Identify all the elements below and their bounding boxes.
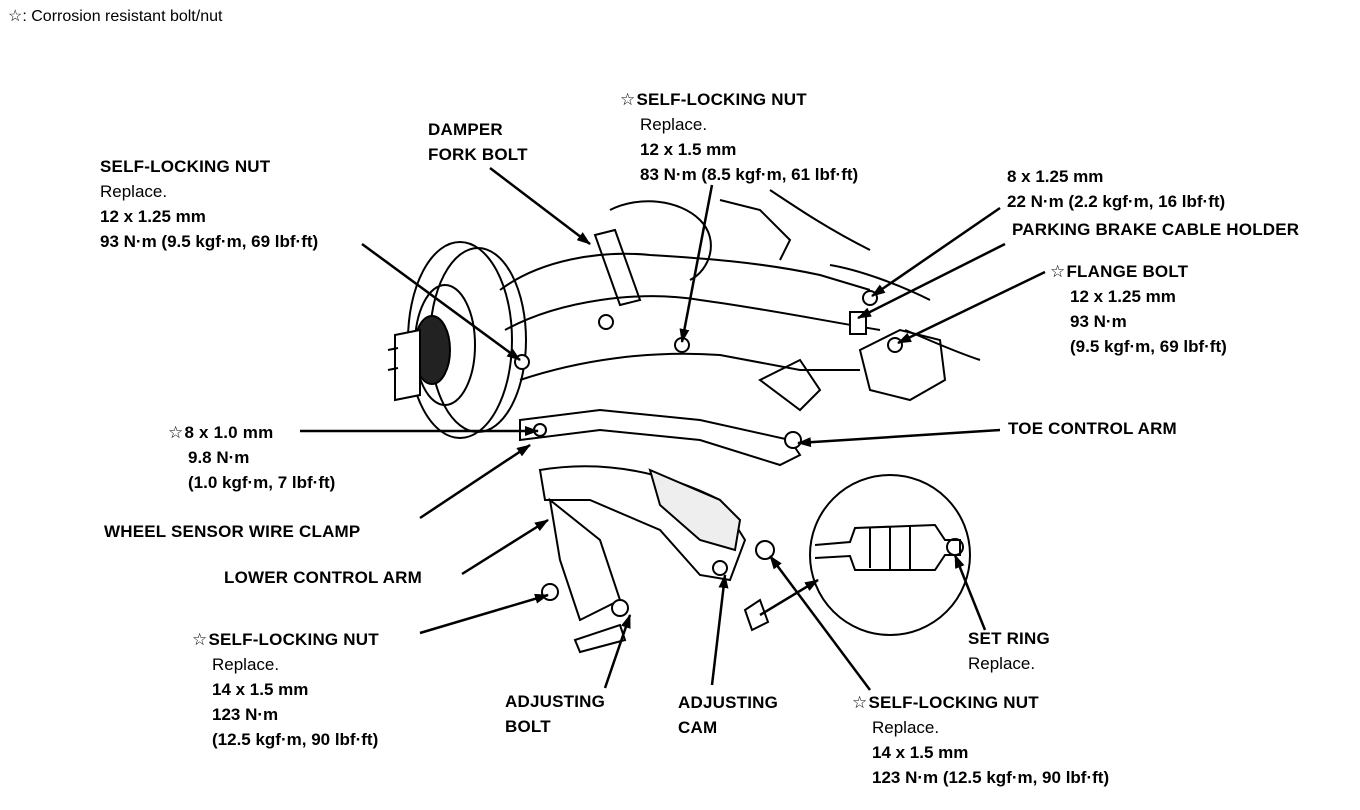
set-ring-detail (809, 474, 971, 636)
label-line2: FORK BOLT (428, 145, 528, 164)
label-size: 14 x 1.5 mm (212, 680, 309, 699)
label-torque-alt: (12.5 kgf·m, 90 lbf·ft) (212, 730, 379, 749)
label-note: Replace. (640, 115, 708, 134)
label-torque: 93 N·m (9.5 kgf·m, 69 lbf·ft) (100, 232, 319, 251)
label-title: ☆8 x 1.0 mm (168, 420, 335, 445)
label-damper-fork-bolt: DAMPER FORK BOLT (428, 117, 528, 167)
label-line1: ADJUSTING (505, 692, 606, 711)
label-title: SELF-LOCKING NUT (100, 157, 271, 176)
label-size: 12 x 1.25 mm (100, 207, 206, 226)
label-torque: 9.8 N·m (188, 448, 250, 467)
label-line1: DAMPER (428, 120, 503, 139)
leader-lines (300, 167, 1046, 691)
label-title: LOWER CONTROL ARM (224, 568, 422, 587)
label-title: ☆FLANGE BOLT (1050, 259, 1227, 284)
brake-disc-hub (387, 241, 527, 439)
star-symbol: ☆ (8, 8, 23, 25)
label-torque: 123 N·m (12.5 kgf·m, 90 lbf·ft) (872, 768, 1110, 787)
label-bolt-8x125: 8 x 1.25 mm 22 N·m (2.2 kgf·m, 16 lbf·ft… (1007, 164, 1225, 214)
corrosion-legend: ☆: Corrosion resistant bolt/nut (8, 6, 222, 26)
label-torque: 22 N·m (2.2 kgf·m, 16 lbf·ft) (1007, 192, 1226, 211)
label-line1: ADJUSTING (678, 693, 779, 712)
label-title: SET RING (968, 629, 1050, 648)
label-torque: 123 N·m (212, 705, 279, 724)
label-adjusting-cam: ADJUSTING CAM (678, 690, 778, 740)
label-title: ☆SELF-LOCKING NUT (620, 87, 858, 112)
label-size: 8 x 1.25 mm (1007, 167, 1104, 186)
star-symbol: ☆ (168, 423, 184, 442)
label-line2: BOLT (505, 717, 551, 736)
label-self-locking-nut-left: SELF-LOCKING NUT Replace. 12 x 1.25 mm 9… (100, 154, 318, 254)
label-size: 12 x 1.25 mm (1070, 287, 1176, 306)
label-parking-brake-cable-holder: PARKING BRAKE CABLE HOLDER (1012, 217, 1299, 242)
label-self-locking-nut-top: ☆SELF-LOCKING NUT Replace. 12 x 1.5 mm 8… (620, 87, 858, 187)
label-flange-bolt: ☆FLANGE BOLT 12 x 1.25 mm 93 N·m (9.5 kg… (1050, 259, 1227, 359)
legend-text: : Corrosion resistant bolt/nut (22, 8, 223, 25)
label-size: 14 x 1.5 mm (872, 743, 969, 762)
label-toe-control-arm: TOE CONTROL ARM (1008, 416, 1177, 441)
star-symbol: ☆ (620, 90, 636, 109)
label-title-text: FLANGE BOLT (1066, 262, 1189, 281)
label-self-locking-nut-bottom-left: ☆SELF-LOCKING NUT Replace. 14 x 1.5 mm 1… (192, 627, 379, 752)
label-title-text: SELF-LOCKING NUT (868, 693, 1039, 712)
label-size: 12 x 1.5 mm (640, 140, 737, 159)
star-symbol: ☆ (192, 630, 208, 649)
label-title-text: SELF-LOCKING NUT (208, 630, 379, 649)
label-title: ☆SELF-LOCKING NUT (852, 690, 1109, 715)
label-title: PARKING BRAKE CABLE HOLDER (1012, 220, 1300, 239)
label-torque-alt: (1.0 kgf·m, 7 lbf·ft) (188, 473, 336, 492)
fasteners (514, 290, 903, 654)
label-torque: 83 N·m (8.5 kgf·m, 61 lbf·ft) (640, 165, 859, 184)
label-line2: CAM (678, 718, 718, 737)
label-note: Replace. (100, 182, 168, 201)
label-bolt-8x10: ☆8 x 1.0 mm 9.8 N·m (1.0 kgf·m, 7 lbf·ft… (168, 420, 335, 495)
knuckle-and-arms (499, 189, 981, 622)
label-lower-control-arm: LOWER CONTROL ARM (224, 565, 422, 590)
label-title-text: SELF-LOCKING NUT (636, 90, 807, 109)
star-symbol: ☆ (852, 693, 868, 712)
label-set-ring: SET RING Replace. (968, 626, 1050, 676)
label-wheel-sensor-wire-clamp: WHEEL SENSOR WIRE CLAMP (104, 519, 360, 544)
label-note: Replace. (212, 655, 280, 674)
label-title: TOE CONTROL ARM (1008, 419, 1177, 438)
star-symbol: ☆ (1050, 262, 1066, 281)
label-self-locking-nut-bottom-right: ☆SELF-LOCKING NUT Replace. 14 x 1.5 mm 1… (852, 690, 1109, 790)
label-adjusting-bolt: ADJUSTING BOLT (505, 689, 605, 739)
label-note: Replace. (872, 718, 940, 737)
label-title-text: 8 x 1.0 mm (184, 423, 274, 442)
label-torque-alt: (9.5 kgf·m, 69 lbf·ft) (1070, 337, 1227, 356)
label-note: Replace. (968, 654, 1036, 673)
label-torque: 93 N·m (1070, 312, 1127, 331)
label-title: ☆SELF-LOCKING NUT (192, 627, 379, 652)
label-title: WHEEL SENSOR WIRE CLAMP (104, 522, 361, 541)
